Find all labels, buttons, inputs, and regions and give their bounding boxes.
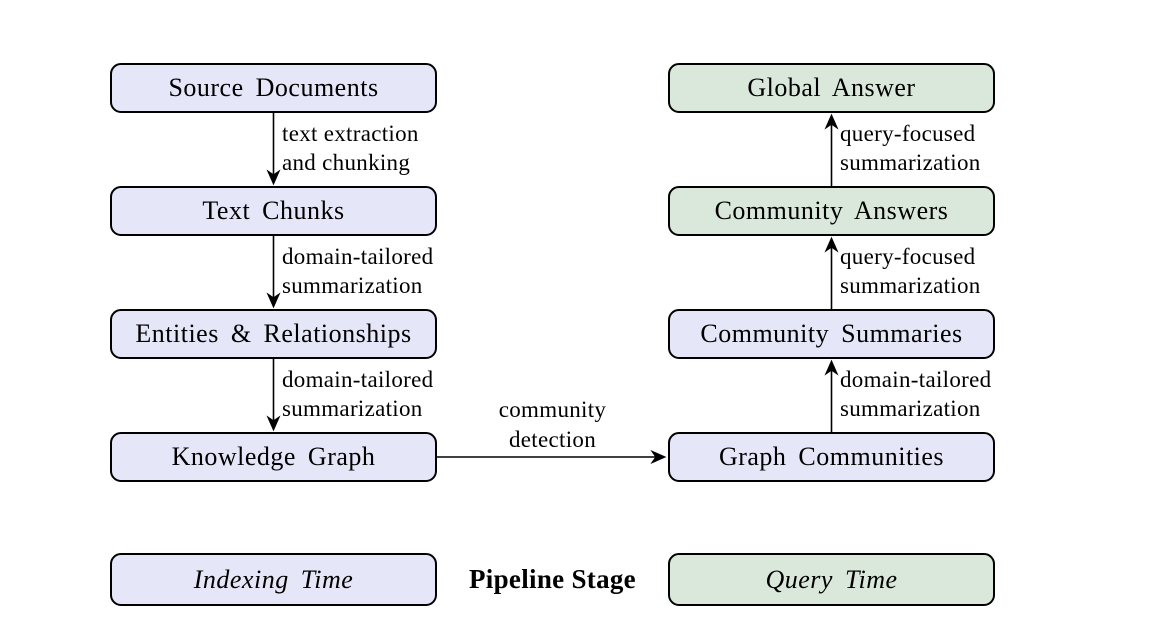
node-text-chunks: Text Chunks <box>110 186 437 236</box>
edge-label-domain-tailored-1: domain-tailored summarization <box>282 242 433 300</box>
edge-label-line: text extraction <box>282 121 419 146</box>
edge-label-community-detection: community detection <box>437 395 668 455</box>
edge-label-line: detection <box>509 427 596 452</box>
node-community-summaries: Community Summaries <box>668 309 995 359</box>
legend-pipeline-stage-label: Pipeline Stage <box>469 564 636 594</box>
legend-query-time: Query Time <box>668 553 995 606</box>
edge-label-line: query-focused <box>840 121 976 146</box>
edge-label-line: domain-tailored <box>282 367 434 392</box>
edge-label-domain-tailored-2: domain-tailored summarization <box>282 365 433 423</box>
edge-label-line: and chunking <box>282 150 411 175</box>
node-knowledge-graph-label: Knowledge Graph <box>171 442 376 471</box>
node-global-answer: Global Answer <box>668 63 995 113</box>
legend-indexing-time: Indexing Time <box>110 553 437 606</box>
node-source-documents: Source Documents <box>110 63 437 113</box>
node-community-answers: Community Answers <box>668 186 995 236</box>
node-graph-communities-label: Graph Communities <box>718 442 945 471</box>
legend-indexing-time-label: Indexing Time <box>193 564 354 594</box>
node-text-chunks-label: Text Chunks <box>202 196 345 225</box>
edge-label-line: summarization <box>282 273 423 298</box>
node-entities-relationships: Entities & Relationships <box>110 309 437 359</box>
node-graph-communities: Graph Communities <box>668 432 995 482</box>
node-global-answer-label: Global Answer <box>747 73 916 102</box>
node-entities-relationships-label: Entities & Relationships <box>135 319 412 348</box>
edge-label-line: domain-tailored <box>840 367 992 392</box>
edge-label-line: domain-tailored <box>282 244 434 269</box>
node-knowledge-graph: Knowledge Graph <box>110 432 437 482</box>
node-source-documents-label: Source Documents <box>168 73 379 102</box>
edge-label-line: community <box>498 397 607 422</box>
edge-label-line: summarization <box>840 396 981 421</box>
legend-query-time-label: Query Time <box>765 564 898 594</box>
edge-label-line: query-focused <box>840 244 976 269</box>
node-community-summaries-label: Community Summaries <box>700 319 963 348</box>
edge-label-line: summarization <box>282 396 423 421</box>
edge-label-line: summarization <box>840 273 981 298</box>
edge-label-domain-tailored-3: domain-tailored summarization <box>840 365 991 423</box>
node-community-answers-label: Community Answers <box>714 196 949 225</box>
edge-label-line: summarization <box>840 150 981 175</box>
edge-label-text-extraction: text extraction and chunking <box>282 119 419 177</box>
edge-label-query-focused-2: query-focused summarization <box>840 119 981 177</box>
edge-label-query-focused-1: query-focused summarization <box>840 242 981 300</box>
